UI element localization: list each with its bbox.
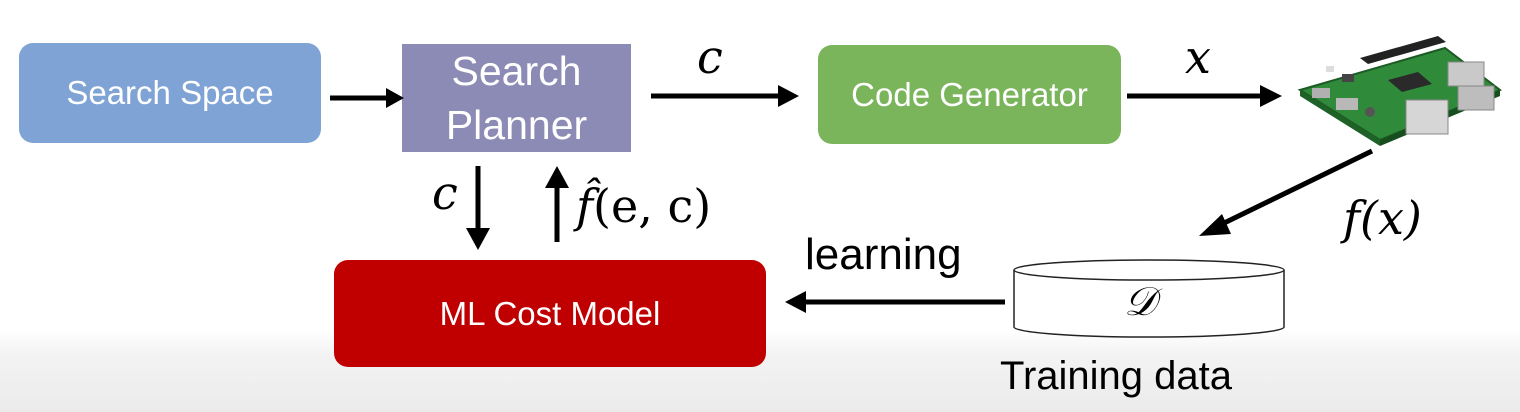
search-space-box: Search Space	[19, 43, 321, 143]
edge-label-fx: f(x)	[1343, 191, 1422, 245]
edge-label-c-down: c	[432, 166, 458, 220]
arrow-model-to-planner	[545, 166, 569, 242]
arrow-data-to-model	[785, 291, 1005, 313]
arrow-generator-to-device	[1127, 85, 1282, 107]
edge-label-x: x	[1185, 30, 1211, 84]
code-generator-box: Code Generator	[818, 45, 1121, 144]
raspberry-pi-board-icon	[1297, 36, 1502, 146]
cost-model-box: ML Cost Model	[334, 260, 766, 367]
code-generator-label: Code Generator	[851, 75, 1088, 113]
dataset-cylinder	[1013, 259, 1285, 338]
arrow-planner-to-model	[466, 166, 490, 250]
fhat-symbol: f̂	[576, 179, 594, 233]
fhat-args: (e, c)	[593, 179, 712, 233]
arrow-device-to-data	[1199, 148, 1374, 236]
search-planner-label-line1: Search	[451, 48, 582, 94]
edge-label-fhat: f̂(e, c)	[576, 176, 711, 236]
dataset-symbol: 𝒟	[1124, 279, 1156, 325]
edge-label-learning: learning	[805, 230, 962, 279]
arrow-planner-to-generator	[651, 85, 799, 107]
arrow-space-to-planner	[330, 88, 404, 108]
edge-label-c-top: c	[697, 30, 723, 84]
search-space-label: Search Space	[66, 74, 274, 111]
cost-model-label: ML Cost Model	[439, 294, 661, 332]
search-planner-box: Search Planner	[402, 44, 631, 152]
dataset-caption: Training data	[1000, 354, 1232, 398]
search-planner-label-line2: Planner	[445, 102, 588, 148]
